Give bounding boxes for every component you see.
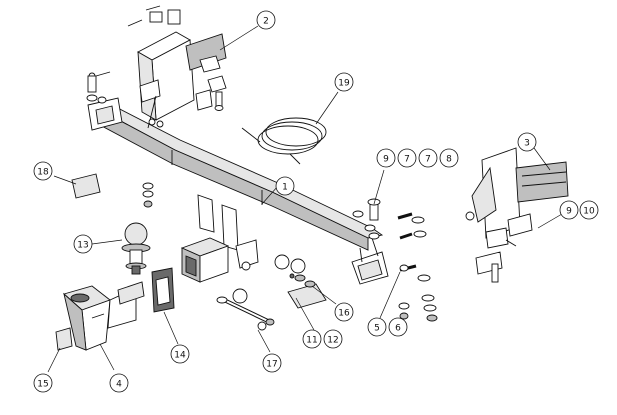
callout-17: 17: [262, 353, 282, 373]
left-side-bracket-part: [88, 5, 227, 129]
callout-15-label: 15: [37, 380, 48, 390]
callout-12-label: 12: [327, 336, 338, 346]
hitch-pin-part: [216, 288, 275, 331]
callout-5-label: 5: [374, 324, 380, 334]
callout-10-label: 10: [583, 207, 595, 217]
callout-5: 5: [367, 317, 387, 337]
callout-11: 11: [302, 329, 322, 349]
callout-7a: 7: [397, 148, 417, 168]
callout-8: 8: [439, 148, 459, 168]
callout-9b: 9: [559, 200, 579, 220]
crossbar-part: [87, 97, 389, 285]
callout-16: 16: [334, 302, 354, 322]
callout-12: 12: [323, 329, 343, 349]
callout-6-label: 6: [395, 324, 401, 334]
small-label-plate: [55, 327, 73, 351]
callout-4: 4: [109, 373, 129, 393]
washer-nut-group-left: [142, 182, 154, 208]
callout-14-label: 14: [174, 351, 186, 361]
callout-9a: 9: [376, 148, 396, 168]
bolt-group-right: [352, 198, 438, 322]
wiring-coil-part: [241, 117, 327, 165]
callout-2-label: 2: [263, 17, 269, 27]
tow-ball-mount-part: [63, 281, 145, 351]
callout-7b-label: 7: [425, 155, 431, 165]
callout-8-label: 8: [446, 155, 452, 165]
callout-3: 3: [517, 132, 537, 152]
callout-14: 14: [170, 344, 190, 364]
callout-19-label: 19: [338, 79, 350, 89]
label-square-part: [71, 173, 101, 199]
right-side-bracket-part: [465, 147, 569, 283]
callout-10: 10: [579, 200, 599, 220]
callout-17-label: 17: [266, 360, 277, 370]
callout-7b: 7: [418, 148, 438, 168]
callout-2: 2: [256, 10, 276, 30]
callout-9b-label: 9: [566, 207, 572, 217]
callout-18-label: 18: [37, 168, 49, 178]
callout-19: 19: [334, 72, 354, 92]
callout-1-label: 1: [282, 183, 288, 193]
tow-ball-part: [121, 222, 151, 275]
callout-13-label: 13: [77, 241, 88, 251]
callout-11-label: 11: [306, 336, 317, 346]
callout-9a-label: 9: [383, 155, 389, 165]
callout-7a-label: 7: [404, 155, 410, 165]
callout-4-label: 4: [116, 380, 122, 390]
callout-15: 15: [33, 373, 53, 393]
socket-bracket-part: [274, 254, 327, 309]
callout-6: 6: [388, 317, 408, 337]
callout-13: 13: [73, 234, 93, 254]
left-fastener-group: [86, 75, 224, 111]
receiver-cover-part: [151, 267, 175, 313]
leader-lines: [47, 25, 563, 373]
callout-1: 1: [275, 176, 295, 196]
callout-16-label: 16: [338, 309, 350, 319]
callout-3-label: 3: [524, 139, 530, 149]
callout-18: 18: [33, 161, 53, 181]
